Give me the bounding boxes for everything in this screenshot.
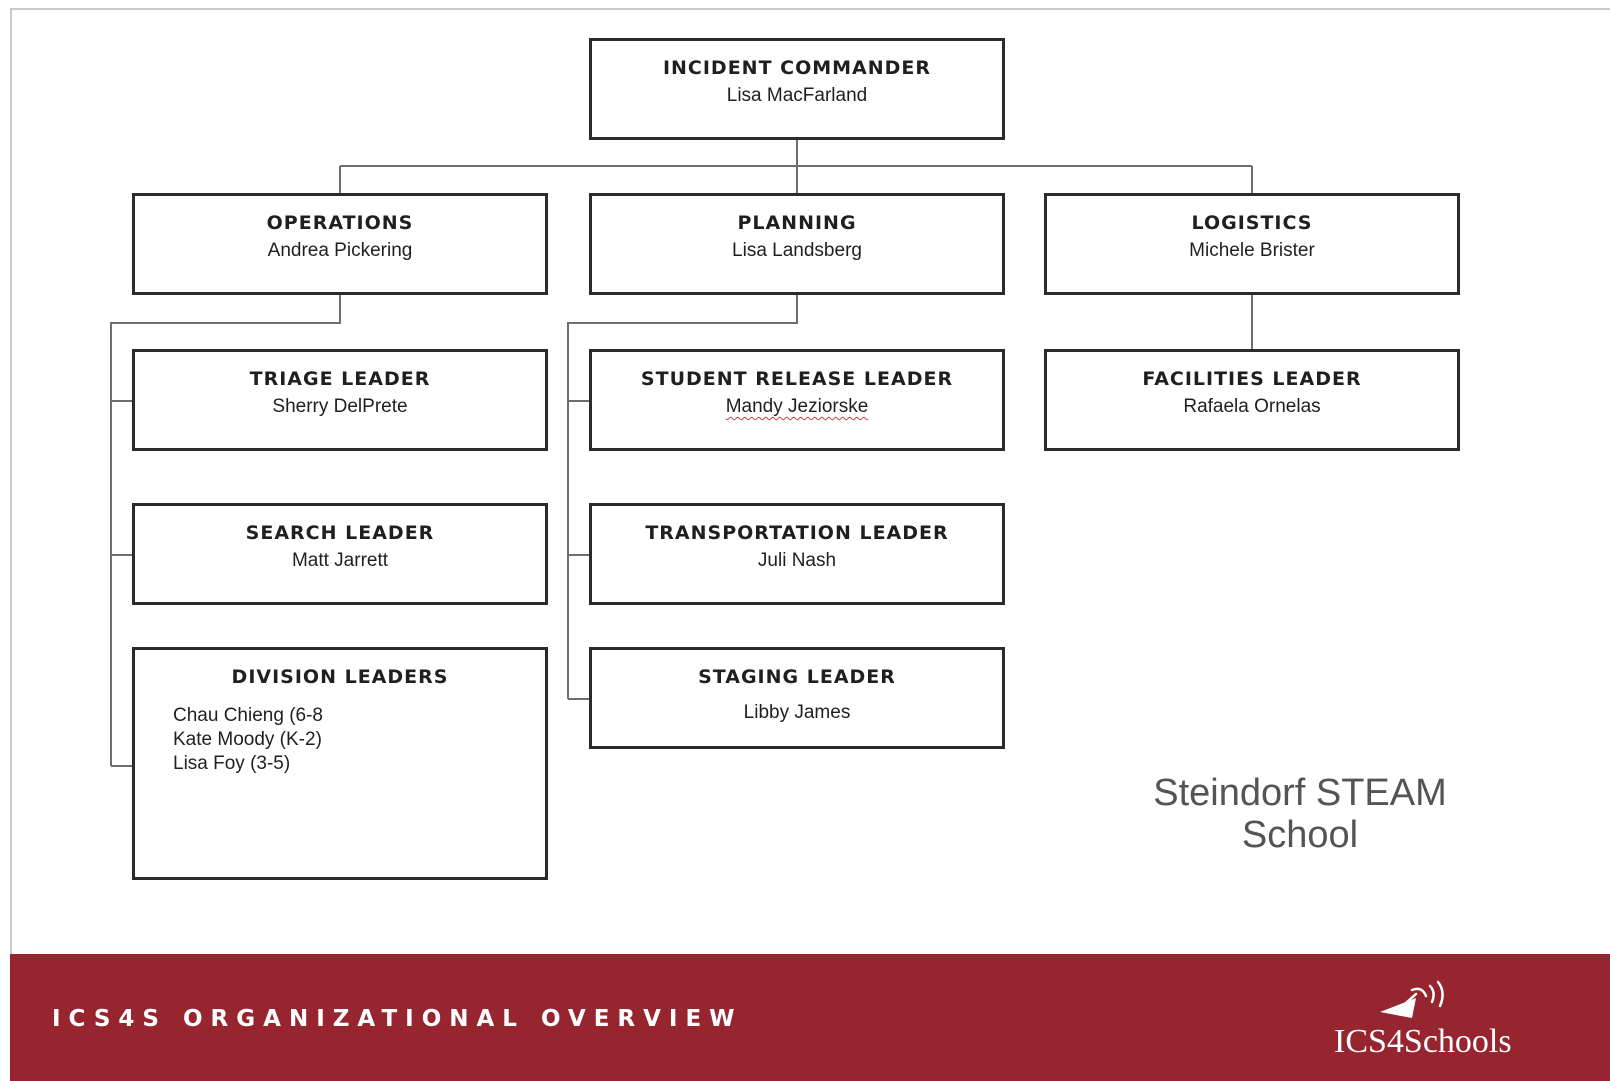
- connector-planning-branch: [567, 295, 798, 699]
- role-title: SEARCH LEADER: [245, 522, 435, 544]
- division-member: Chau Chieng (6-8: [173, 705, 323, 726]
- box-transportation-leader: TRANSPORTATION LEADER Juli Nash: [589, 503, 1005, 605]
- role-title: STUDENT RELEASE LEADER: [640, 368, 954, 390]
- box-student-release-leader: STUDENT RELEASE LEADER Mandy Jeziorske: [589, 349, 1005, 451]
- person-name: Matt Jarrett: [291, 550, 389, 571]
- box-incident-commander: INCIDENT COMMANDER Lisa MacFarland: [589, 38, 1005, 140]
- role-title: LOGISTICS: [1191, 212, 1313, 234]
- box-logistics: LOGISTICS Michele Brister: [1044, 193, 1460, 295]
- person-name: Michele Brister: [1189, 240, 1315, 261]
- box-staging-leader: STAGING LEADER Libby James: [589, 647, 1005, 749]
- role-title: STAGING LEADER: [698, 666, 896, 688]
- ics4schools-logo: ICS4Schools: [1334, 980, 1512, 1060]
- slide-frame: [10, 8, 1610, 1081]
- box-triage-leader: TRIAGE LEADER Sherry DelPrete: [132, 349, 548, 451]
- role-title: DIVISION LEADERS: [231, 666, 449, 688]
- division-member: Kate Moody (K-2): [173, 729, 322, 750]
- footer-band: ICS4S ORGANIZATIONAL OVERVIEW ICS4School…: [10, 954, 1610, 1081]
- role-title: PLANNING: [737, 212, 857, 234]
- box-operations: OPERATIONS Andrea Pickering: [132, 193, 548, 295]
- person-name: Mandy Jeziorske: [725, 396, 869, 417]
- person-name: Juli Nash: [757, 550, 837, 571]
- person-name: Libby James: [743, 702, 851, 723]
- role-title: OPERATIONS: [266, 212, 414, 234]
- person-name: Rafaela Ornelas: [1183, 396, 1321, 417]
- role-title: FACILITIES LEADER: [1142, 368, 1362, 390]
- school-name: Steindorf STEAM School: [1110, 772, 1490, 856]
- person-name: Lisa Landsberg: [732, 240, 862, 261]
- box-division-leaders: DIVISION LEADERS Chau Chieng (6-8 Kate M…: [132, 647, 548, 880]
- division-member: Lisa Foy (3-5): [173, 753, 291, 774]
- box-planning: PLANNING Lisa Landsberg: [589, 193, 1005, 295]
- role-title: TRANSPORTATION LEADER: [645, 522, 949, 544]
- role-title: TRIAGE LEADER: [249, 368, 431, 390]
- footer-title: ICS4S ORGANIZATIONAL OVERVIEW: [52, 1006, 743, 1032]
- person-name: Sherry DelPrete: [272, 396, 408, 417]
- connector-operations-branch: [110, 295, 341, 766]
- person-name: Lisa MacFarland: [726, 85, 868, 106]
- role-title: INCIDENT COMMANDER: [662, 57, 932, 79]
- school-name-line2: School: [1241, 814, 1359, 856]
- box-facilities-leader: FACILITIES LEADER Rafaela Ornelas: [1044, 349, 1460, 451]
- logo-wordmark: ICS4Schools: [1334, 1023, 1512, 1060]
- person-name: Andrea Pickering: [267, 240, 413, 261]
- box-search-leader: SEARCH LEADER Matt Jarrett: [132, 503, 548, 605]
- division-members-list: Chau Chieng (6-8 Kate Moody (K-2) Lisa F…: [173, 704, 323, 776]
- school-name-line1: Steindorf STEAM: [1153, 772, 1447, 814]
